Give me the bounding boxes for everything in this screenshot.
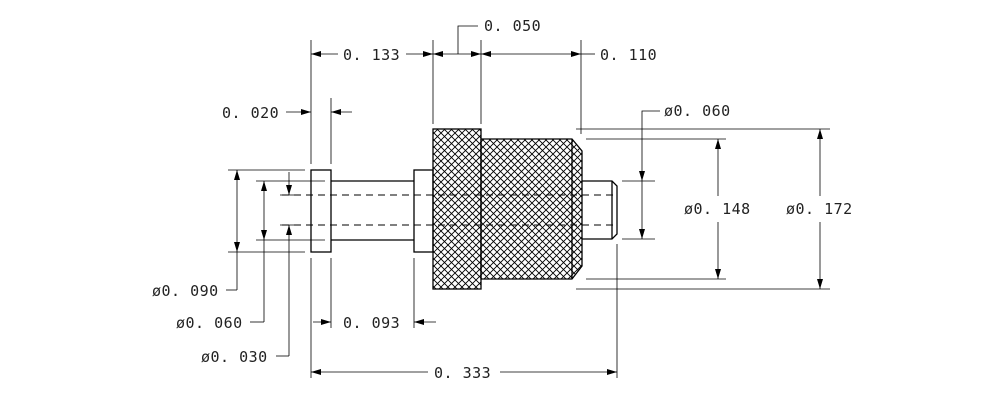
dimension-labels: 0. 133 0. 050 0. 110 0. 020 ø0. 060 ø0. … <box>152 17 853 382</box>
dim-length-0133: 0. 133 <box>343 46 400 64</box>
dim-length-0093: 0. 093 <box>343 314 400 332</box>
dim-diameter-0172: ø0. 172 <box>786 200 853 218</box>
dim-diameter-0030: ø0. 030 <box>201 348 268 366</box>
dim-diameter-0060-right: ø0. 060 <box>664 102 731 120</box>
collar <box>413 169 434 253</box>
part-outline <box>282 128 618 290</box>
dim-length-0050: 0. 050 <box>484 17 541 35</box>
knurled-section <box>432 128 482 290</box>
dimension-lines <box>226 25 823 375</box>
dim-diameter-0090: ø0. 090 <box>152 282 219 300</box>
dim-diameter-0060-left: ø0. 060 <box>176 314 243 332</box>
knurled-barrel <box>480 138 583 280</box>
left-flange <box>310 169 332 253</box>
dim-length-0020: 0. 020 <box>222 104 279 122</box>
right-pin <box>582 180 618 240</box>
dim-length-0110: 0. 110 <box>600 46 657 64</box>
dim-length-0333: 0. 333 <box>434 364 491 382</box>
dim-diameter-0148: ø0. 148 <box>684 200 751 218</box>
